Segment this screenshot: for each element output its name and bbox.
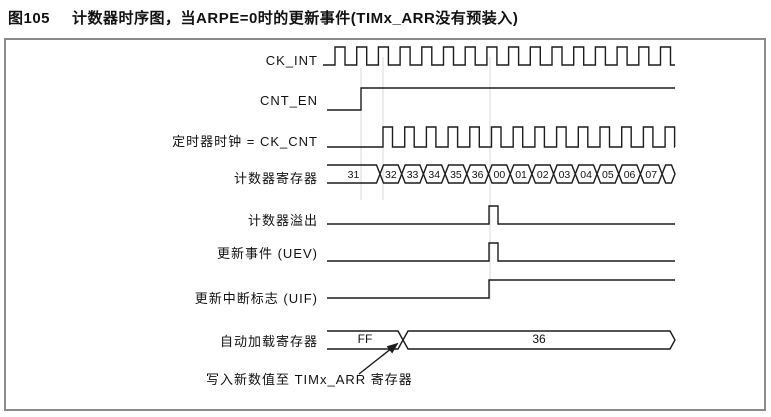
signal-label-arr: 自动加载寄存器 <box>219 334 318 349</box>
figure-title: 图105 计数器时序图，当ARPE=0时的更新事件(TIMx_ARR没有预装入) <box>8 7 518 28</box>
signal-wave-overflow <box>327 205 675 225</box>
signal-wave-counter <box>327 164 676 184</box>
bus-value-counter-11: 05 <box>602 169 614 182</box>
bus-value-counter-4: 35 <box>450 169 462 182</box>
signal-wave-uif <box>327 279 675 299</box>
bus-value-arr-1: 36 <box>532 331 546 346</box>
bus-value-counter-3: 34 <box>428 169 441 182</box>
signal-label-overflow: 计数器溢出 <box>247 213 318 228</box>
signal-wave-ck_cnt <box>327 126 676 148</box>
signal-wave-arr <box>327 330 676 350</box>
figure-caption: 计数器时序图，当ARPE=0时的更新事件(TIMx_ARR没有预装入) <box>72 10 519 27</box>
arr-write-arrow-head <box>386 342 399 354</box>
bus-value-arr-0: FF <box>357 331 373 346</box>
signal-wave-uev <box>327 242 675 262</box>
bus-value-counter-0: 31 <box>347 169 360 182</box>
figure-number: 图105 <box>8 10 51 27</box>
signal-label-ck_int: CK_INT <box>265 53 318 68</box>
signal-wave-ck_int <box>323 46 675 66</box>
bus-value-counter-6: 00 <box>493 169 506 182</box>
bus-value-counter-9: 03 <box>558 169 571 182</box>
bus-value-counter-1: 32 <box>385 169 397 182</box>
arr-write-arrow-line <box>358 349 391 375</box>
signal-label-uif: 更新中断标志 (UIF) <box>194 291 318 306</box>
bus-value-counter-5: 36 <box>471 169 484 182</box>
bus-value-counter-2: 33 <box>406 169 419 182</box>
bus-value-counter-7: 01 <box>515 169 527 182</box>
bus-value-counter-8: 02 <box>536 169 549 182</box>
signal-wave-cnt_en <box>327 87 675 111</box>
arr-write-annotation: 写入新数值至 TIMx_ARR 寄存器 <box>206 372 413 387</box>
signal-label-counter: 计数器寄存器 <box>233 171 318 186</box>
bus-value-counter-12: 06 <box>623 169 636 182</box>
signal-label-ck_cnt: 定时器时钟 = CK_CNT <box>172 134 318 149</box>
signal-label-cnt_en: CNT_EN <box>259 93 318 108</box>
bus-value-counter-10: 04 <box>580 169 592 182</box>
signal-label-uev: 更新事件 (UEV) <box>216 246 318 261</box>
bus-value-counter-13: 07 <box>645 169 658 182</box>
